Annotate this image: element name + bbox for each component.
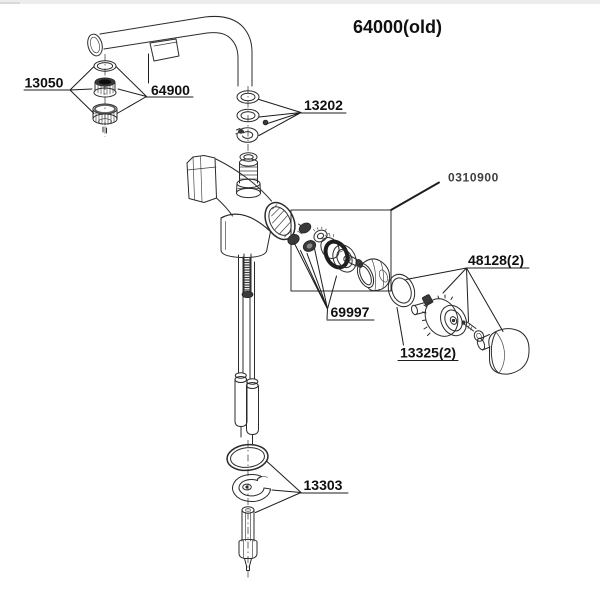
set-screw-dot — [262, 119, 269, 126]
cartridge-callout-box — [290, 209, 392, 292]
spout-drawing — [87, 16, 253, 87]
handle-parts-drawing — [387, 273, 530, 375]
spout-washer-stack-drawing — [235, 86, 269, 152]
body-bracket-drawing — [220, 213, 271, 259]
horseshoe-washer-drawing — [232, 474, 271, 502]
faucet-body-drawing — [186, 152, 296, 241]
cartridge-exploded-drawing — [287, 222, 391, 292]
part-label-aerator: 13050 — [25, 75, 64, 91]
mounting-parts-drawing — [226, 443, 271, 571]
part-label-handle-set: 48128(2) — [468, 252, 524, 268]
part-label-cartridge-assembly: 0310900 — [448, 171, 499, 185]
part-label-escutcheon: 13325(2) — [400, 345, 456, 361]
leader-lines — [23, 53, 530, 513]
diagram-title: 64000(old) — [353, 17, 442, 37]
part-label-spout: 64900 — [151, 82, 190, 98]
o-ring-drawing — [226, 443, 269, 472]
supply-tubes-drawing — [234, 253, 259, 580]
labels: 64000(old) 13050 64900 13202 0310900 481… — [25, 17, 525, 493]
part-label-mounting-hardware: 13303 — [304, 477, 343, 493]
part-label-cartridge-seals: 69997 — [331, 304, 370, 320]
handle-adapter-drawing — [411, 294, 467, 337]
handle-knob-drawing — [476, 328, 530, 375]
part-label-spout-washers: 13202 — [304, 97, 343, 113]
mounting-stud-drawing — [238, 506, 258, 571]
aerator-parts-drawing — [92, 54, 118, 137]
scan-artifact — [0, 0, 600, 4]
escutcheon-ring-drawing — [387, 273, 416, 308]
handle-screw-drawing — [461, 320, 485, 342]
